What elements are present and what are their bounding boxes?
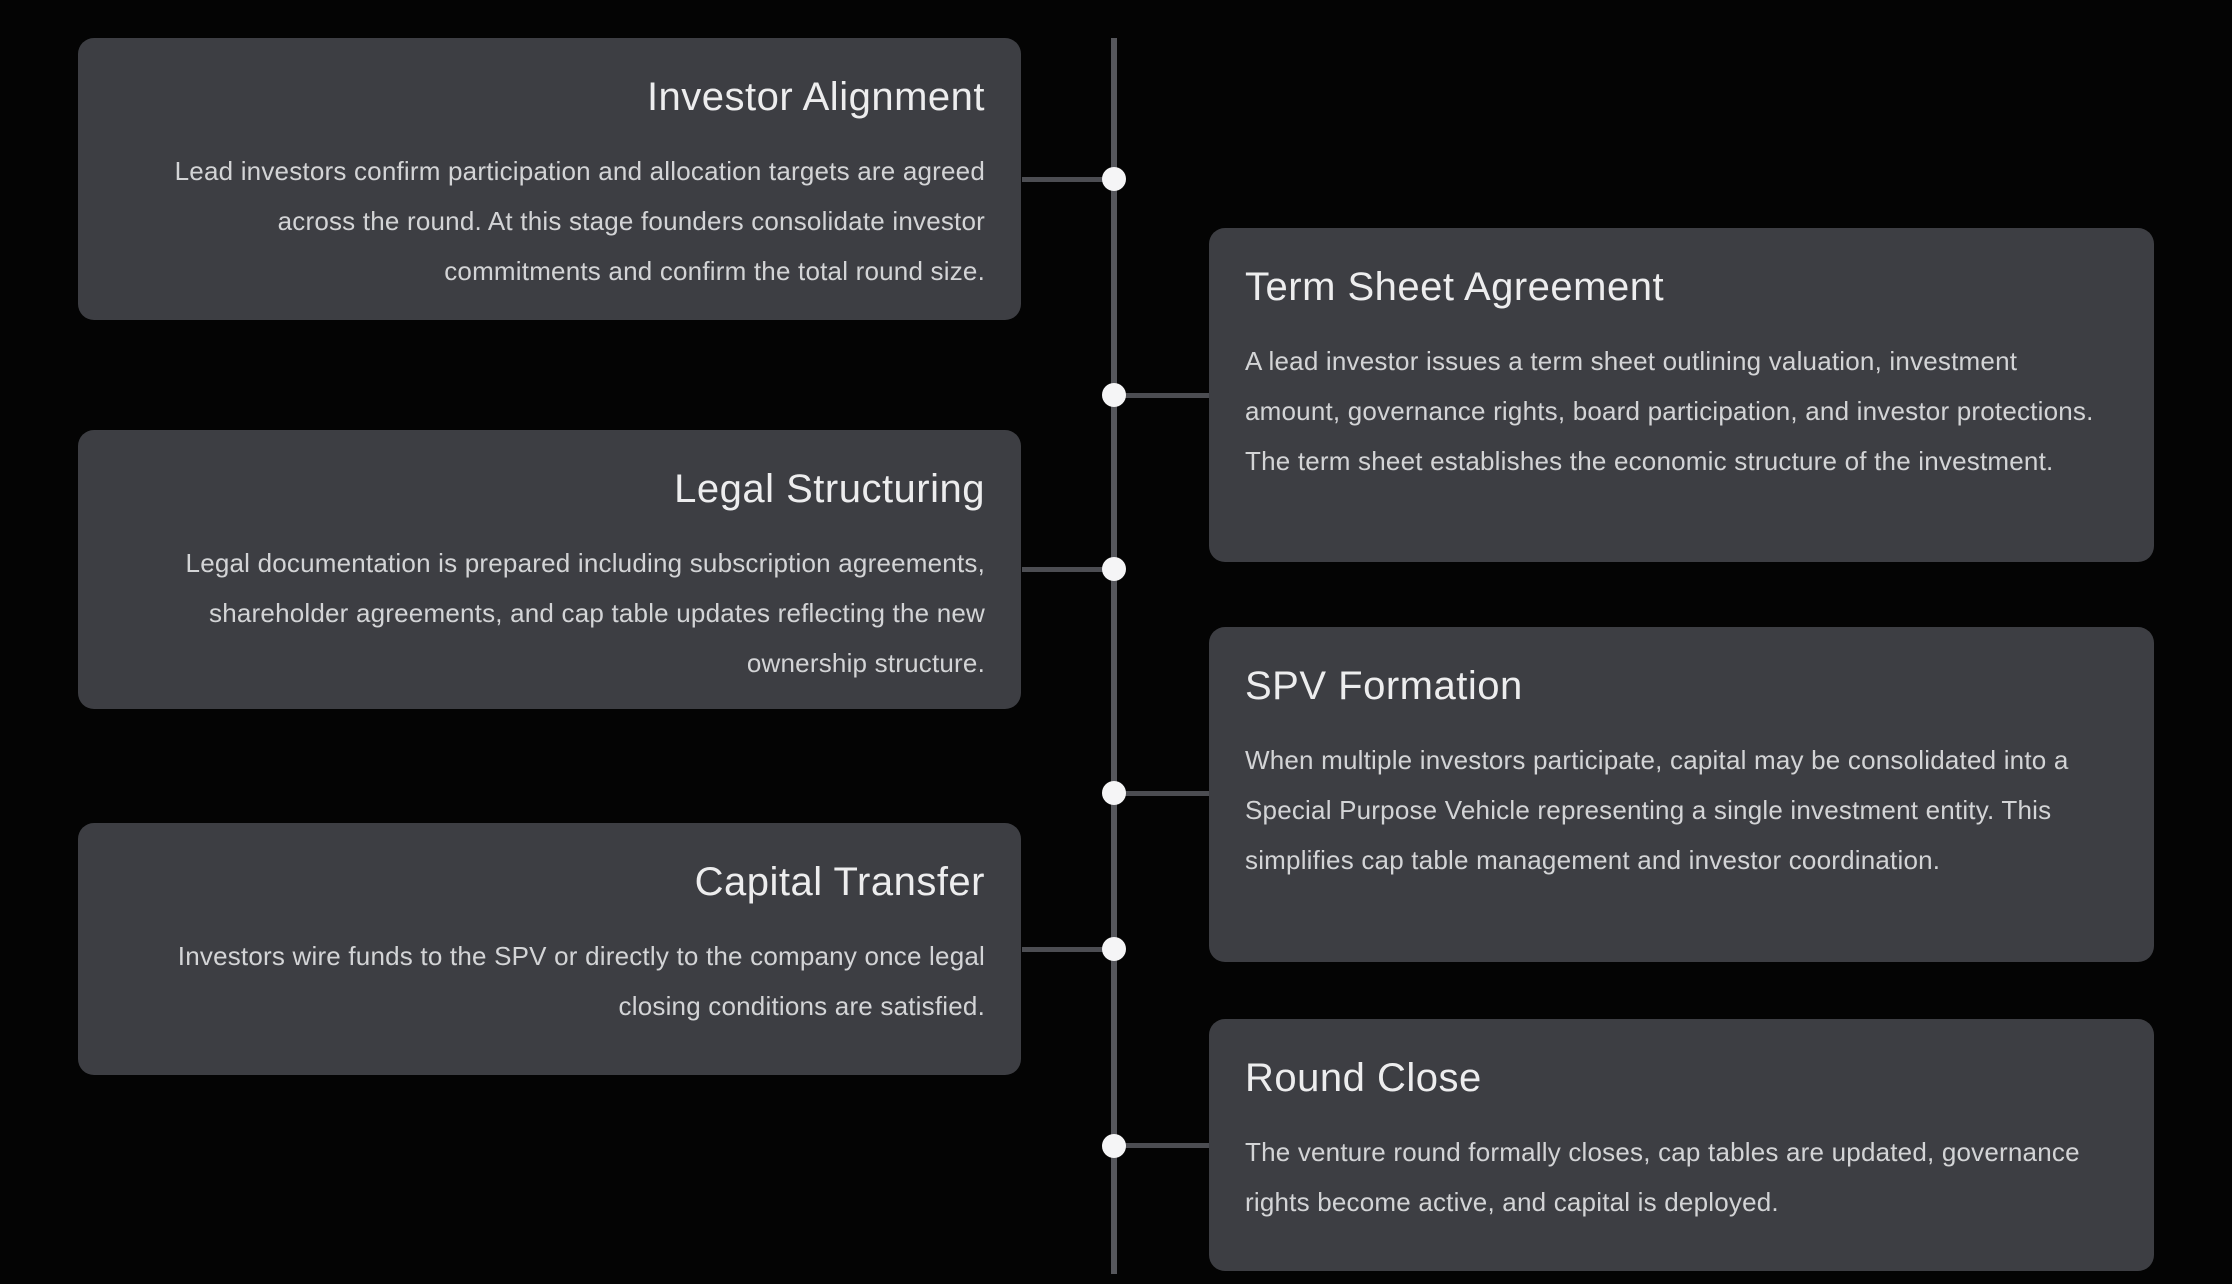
card-description: Legal documentation is prepared includin… <box>185 548 985 678</box>
card-title: Term Sheet Agreement <box>1245 265 1665 309</box>
timeline-card-term-sheet-agreement: Term Sheet Agreement A lead investor iss… <box>1209 228 2154 562</box>
card-description: When multiple investors participate, cap… <box>1245 745 2069 875</box>
timeline-connector <box>1022 567 1114 572</box>
timeline-card-round-close: Round Close The venture round formally c… <box>1209 1019 2154 1271</box>
timeline-dot <box>1102 937 1126 961</box>
timeline-dot <box>1102 167 1126 191</box>
timeline-axis-line <box>1111 38 1117 1274</box>
timeline-card-spv-formation: SPV Formation When multiple investors pa… <box>1209 627 2154 962</box>
timeline-connector <box>1114 393 1209 398</box>
timeline-connector <box>1022 177 1114 182</box>
card-description: The venture round formally closes, cap t… <box>1245 1137 2080 1217</box>
timeline-connector <box>1114 1143 1209 1148</box>
timeline-card-investor-alignment: Investor Alignment Lead investors confir… <box>78 38 1021 320</box>
card-description: A lead investor issues a term sheet outl… <box>1245 346 2094 476</box>
card-title: SPV Formation <box>1245 664 1523 708</box>
timeline-dot <box>1102 383 1126 407</box>
timeline-card-legal-structuring: Legal Structuring Legal documentation is… <box>78 430 1021 709</box>
timeline-dot <box>1102 1134 1126 1158</box>
timeline-dot <box>1102 557 1126 581</box>
card-title: Capital Transfer <box>694 860 985 904</box>
timeline-card-capital-transfer: Capital Transfer Investors wire funds to… <box>78 823 1021 1075</box>
card-title: Legal Structuring <box>674 467 985 511</box>
timeline-connector <box>1114 791 1209 796</box>
card-description: Investors wire funds to the SPV or direc… <box>177 941 985 1021</box>
card-title: Round Close <box>1245 1056 1482 1100</box>
card-title: Investor Alignment <box>646 75 985 119</box>
timeline-dot <box>1102 781 1126 805</box>
card-description: Lead investors confirm participation and… <box>174 156 985 286</box>
timeline-connector <box>1022 947 1114 952</box>
